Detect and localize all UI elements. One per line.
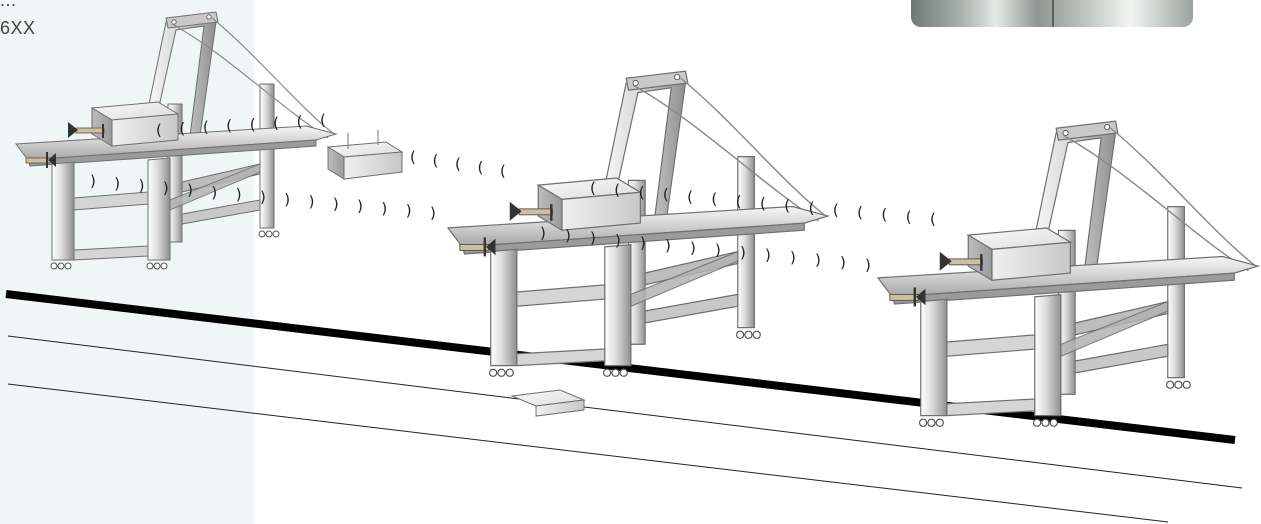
wave-arc: ( [203,118,209,136]
wave-arc: ( [410,148,416,166]
wave-arc: ( [809,199,815,217]
wave-arc: ) [640,234,646,252]
wave-arc: ( [156,121,162,139]
wave-arc: ) [690,239,696,257]
wave-arc: ( [639,183,645,201]
crane-3 [877,120,1259,428]
highlight-panel [0,0,254,524]
wave-arc: ) [715,241,721,259]
wave-arc: ) [406,202,412,220]
wave-arc: ( [881,206,887,224]
wave-arc: ) [187,181,193,199]
wave-arc: ) [90,172,96,190]
wave-arc: ) [840,254,846,272]
wave-arc: ) [740,244,746,262]
wave-arc: ) [865,256,871,274]
device-photo-thumbnail [911,0,1193,27]
wave-arc: ( [226,117,232,135]
wave-arc: ) [309,193,315,211]
wave-arc: ( [273,114,279,132]
wave-arc: ( [590,179,596,197]
wave-arc: ( [455,155,461,173]
wave-arc: ( [857,203,863,221]
wave-arc: ) [284,190,290,208]
wave-arc: ( [784,197,790,215]
crane-2 [447,70,829,378]
wave-arc: ( [930,210,936,228]
corner-label-line2: 6XX [0,18,36,38]
wave-arc: ) [381,199,387,217]
wave-arc: ) [333,195,339,213]
wave-arc: ) [615,231,621,249]
wave-arc: ) [590,229,596,247]
wave-arc: ( [687,188,693,206]
wave-arc: ) [357,197,363,215]
wave-arc: ( [320,111,326,129]
wave-arc: ) [260,188,266,206]
wave-arc: ) [565,227,571,245]
wave-arc: ( [760,195,766,213]
container-crane-2 [510,389,586,417]
wave-arc: ) [765,246,771,264]
wave-arc: ( [736,192,742,210]
wave-arc: ) [540,224,546,242]
wave-arc: ) [236,186,242,204]
wave-arc: ) [790,249,796,267]
radio-wave-link: ( ( ( ( ( ( ( ( ( ( ( ( ( ( ( ( ( ( ( ( ( ( ( ( ( ( ( ())))))))))))… [90,111,936,274]
wave-arc: ( [663,186,669,204]
wave-arc: ) [430,204,436,222]
wave-arc: ( [711,190,717,208]
wave-arc: ( [906,208,912,226]
wave-arc: ( [478,159,484,177]
wave-arc: ( [433,152,439,170]
wave-arc: ) [211,183,217,201]
wave-arc: ) [139,177,145,195]
wave-arc: ) [665,236,671,254]
wave-arc: ( [179,120,185,138]
wave-arc: ( [500,162,506,180]
wave-arc: ( [250,115,256,133]
wave-arc: ) [163,179,169,197]
wave-arc: ( [614,181,620,199]
wave-arc: ) [114,174,120,192]
container-crane-1 [326,130,404,180]
wave-arc: ( [297,112,303,130]
crane-1 [15,11,337,270]
wave-arc: ( [833,201,839,219]
corner-label-line1: ... [0,0,17,10]
rail-lines [5,290,1243,523]
wave-arc: ) [815,251,821,269]
